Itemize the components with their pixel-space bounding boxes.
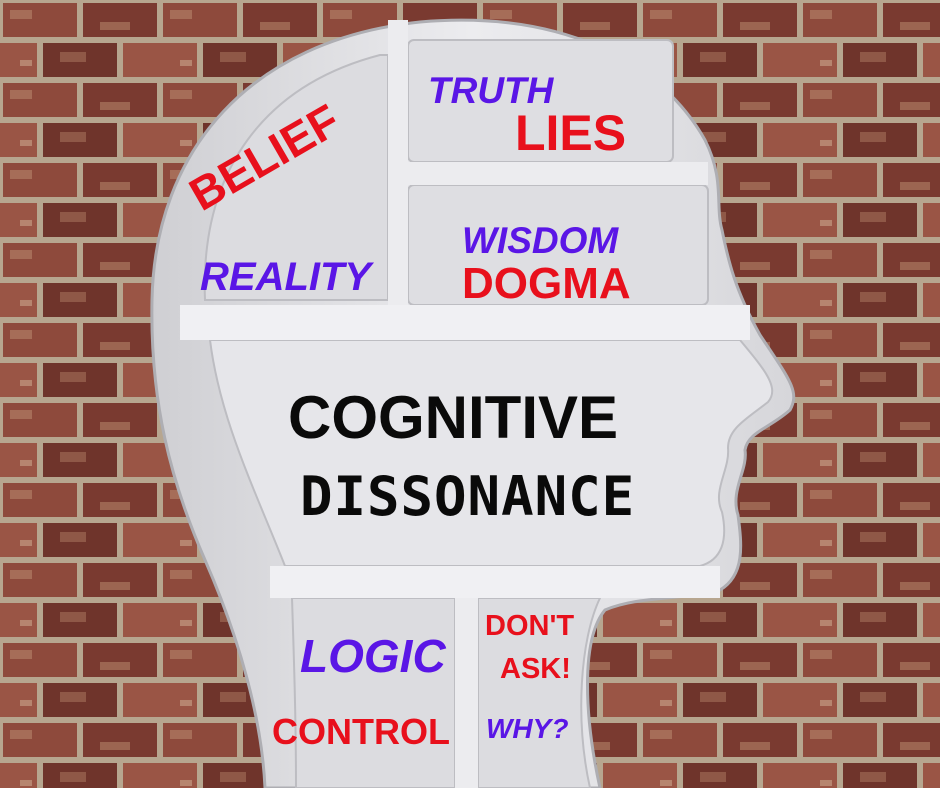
word-logic: LOGIC — [300, 630, 446, 682]
word-reality: REALITY — [200, 255, 372, 299]
shelf-divider-main — [180, 305, 750, 340]
compartment-logic — [290, 597, 456, 788]
word-cognitive: COGNITIVE — [288, 384, 619, 451]
compartment-cognitive — [208, 339, 774, 567]
shelf-divider-vertical-bottom — [455, 598, 478, 788]
word-truth: TRUTH — [428, 70, 554, 111]
word-why: WHY? — [486, 713, 569, 744]
word-dont: DON'T — [485, 610, 575, 642]
shelf-divider-top-mid — [408, 162, 708, 185]
word-lies: LIES — [515, 105, 627, 161]
shelf-divider-lower — [270, 566, 720, 598]
compartment-dont-ask — [477, 597, 602, 788]
shelf-divider-vertical-top — [388, 20, 408, 310]
word-control: CONTROL — [272, 711, 450, 752]
word-ask: ASK! — [500, 653, 571, 685]
compartment-belief — [203, 54, 389, 301]
word-wisdom: WISDOM — [462, 220, 619, 261]
word-dissonance: DISSONANCE — [300, 465, 636, 528]
word-dogma: DOGMA — [462, 259, 631, 308]
